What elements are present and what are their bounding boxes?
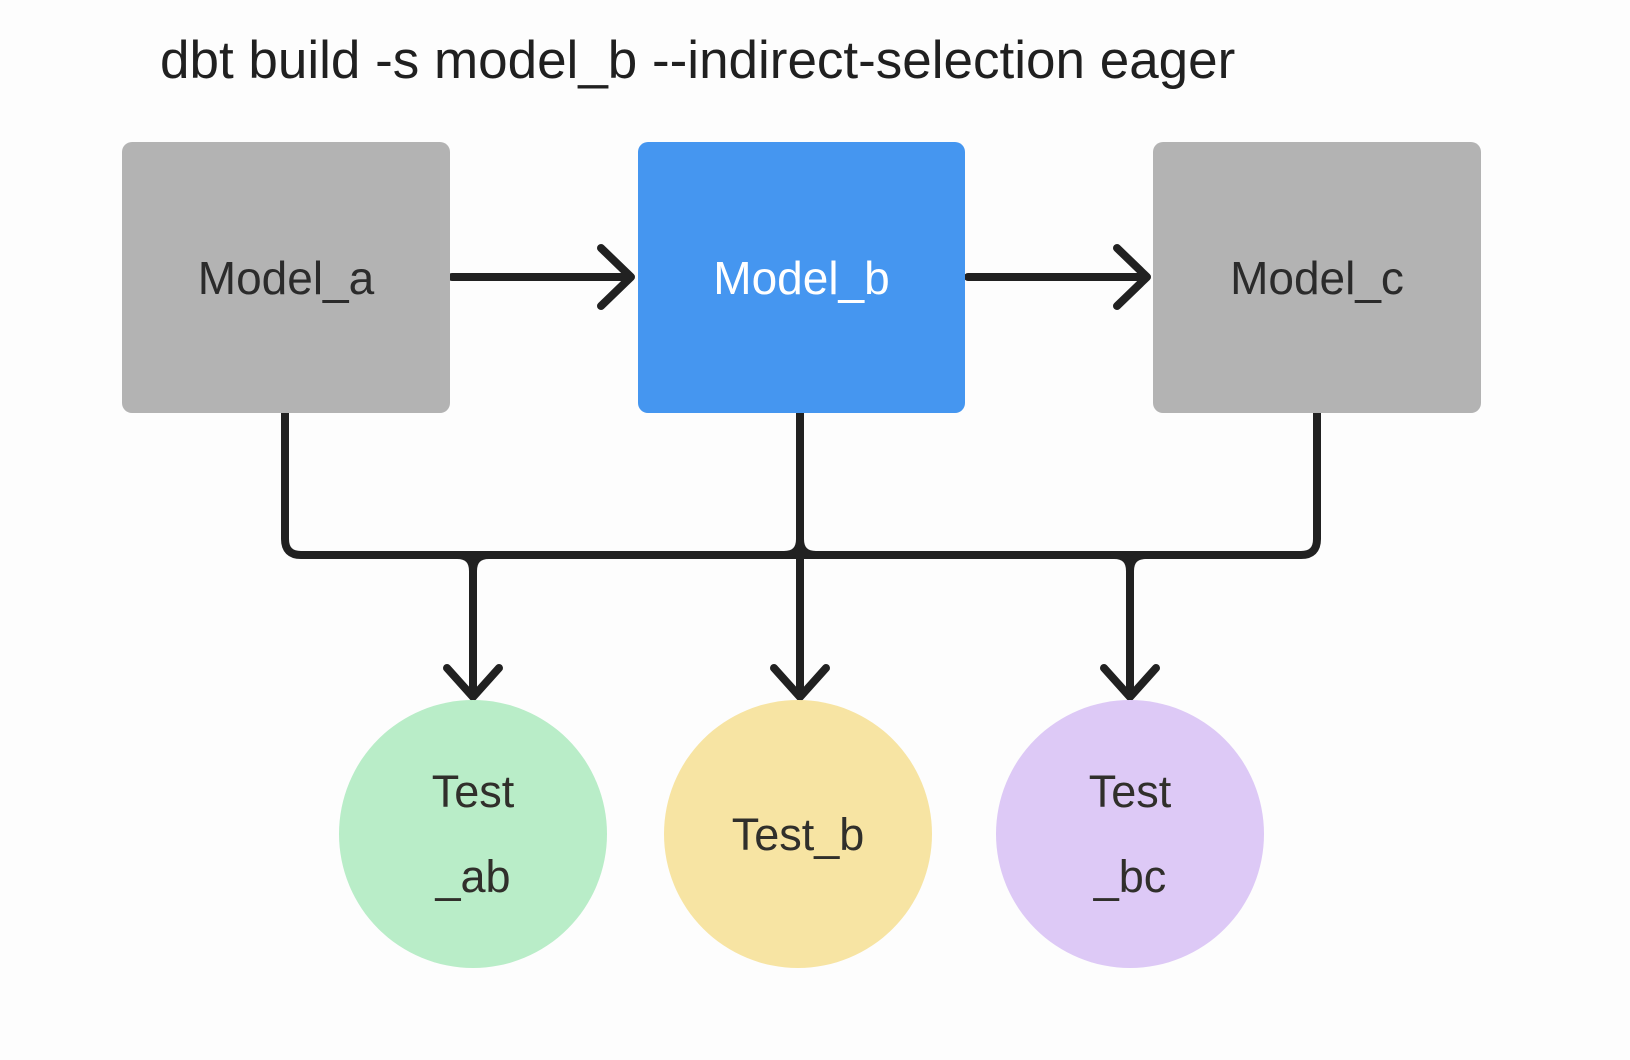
- node-test-bc-label-line2: _bc: [1093, 851, 1167, 902]
- node-test-b: Test_b: [664, 700, 932, 968]
- arrow-model-a-to-model-b: [448, 244, 635, 310]
- line-model-b-to-test-b: [780, 407, 820, 698]
- node-model-b-label: Model_b: [713, 251, 890, 304]
- node-model-a: Model_a: [122, 142, 450, 413]
- node-model-a-label: Model_a: [197, 251, 375, 304]
- node-test-ab: Test _ab: [339, 700, 607, 968]
- arrowhead-test-b: [770, 664, 830, 701]
- node-test-ab-label-line2: _ab: [435, 851, 511, 902]
- branch-to-test-bc: [1110, 551, 1150, 698]
- node-test-ab-label-line1: Test: [431, 766, 515, 817]
- branch-to-test-ab: [453, 551, 493, 698]
- diagram-title: dbt build -s model_b --indirect-selectio…: [160, 31, 1236, 90]
- arrow-model-b-to-model-c: [964, 244, 1151, 310]
- node-test-ab-label: Test _ab: [432, 749, 515, 919]
- arrowhead-test-ab: [443, 664, 503, 701]
- node-test-bc: Test _bc: [996, 700, 1264, 968]
- node-test-bc-label: Test _bc: [1089, 749, 1172, 919]
- node-test-b-label-line1: Test_b: [731, 808, 865, 860]
- node-model-c-label: Model_c: [1230, 251, 1404, 304]
- node-model-c: Model_c: [1153, 142, 1481, 413]
- arrowhead-test-bc: [1100, 664, 1160, 701]
- node-test-b-label: Test_b: [732, 792, 865, 877]
- node-model-b: Model_b: [638, 142, 965, 413]
- node-test-bc-label-line1: Test: [1088, 766, 1172, 817]
